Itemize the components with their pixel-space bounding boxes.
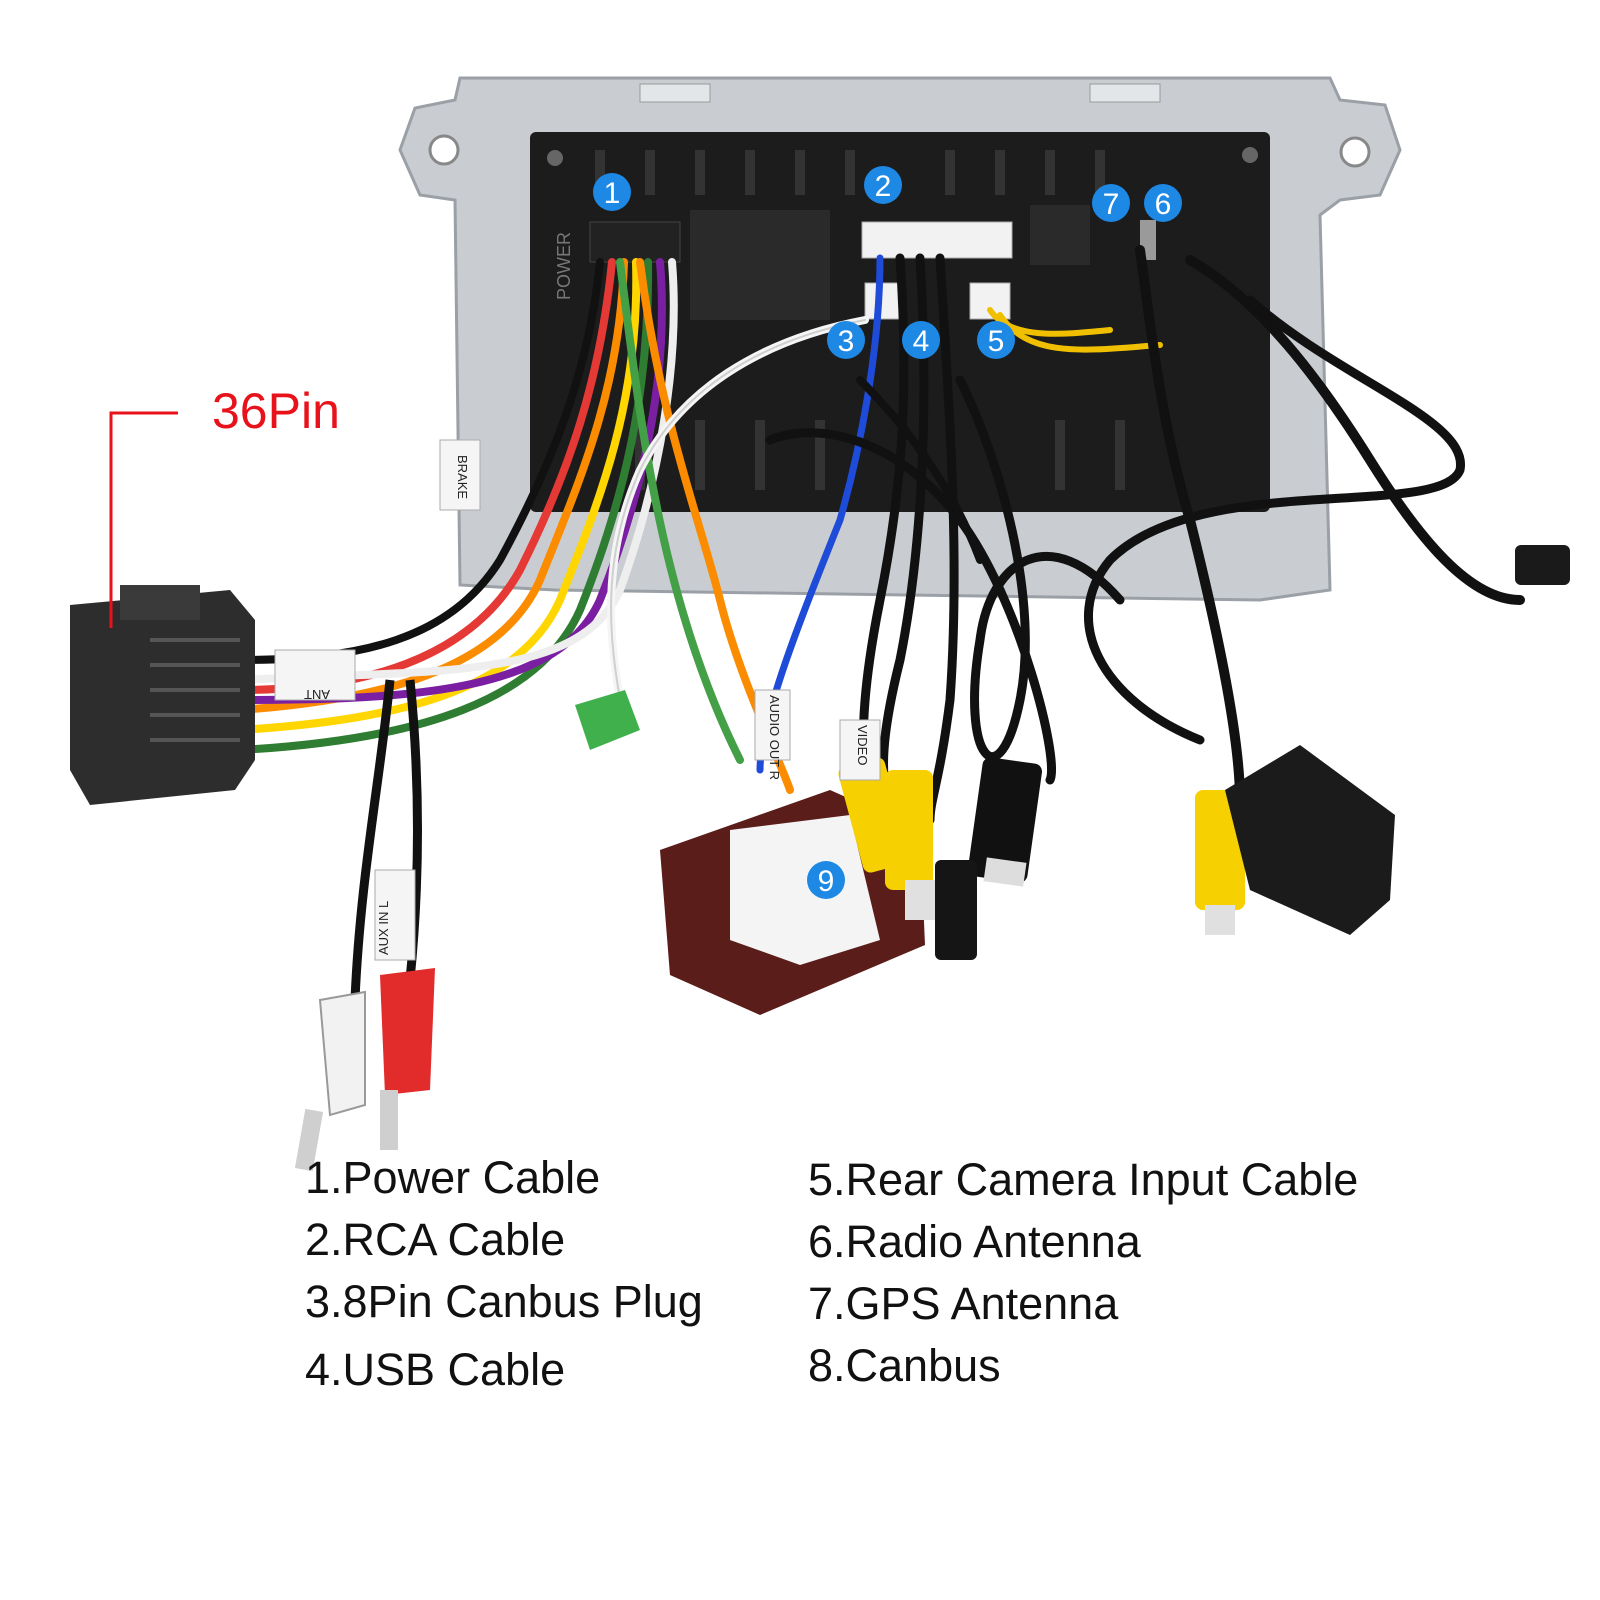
badge-2-text: 2: [875, 170, 892, 203]
legend-item-rear-camera: 5.Rear Camera Input Cable: [808, 1154, 1359, 1205]
audio-out-tag-text: AUDIO OUT R: [767, 695, 782, 780]
brake-tag-text: BRAKE: [455, 455, 470, 499]
36pin-callout-line: [109, 411, 178, 628]
antenna-plug: [1515, 545, 1570, 585]
gps-antenna-puck: [1225, 745, 1395, 935]
badge-6: 6: [1144, 184, 1182, 222]
badge-6-text: 6: [1155, 188, 1172, 221]
cable-tags: BRAKE ANT AUX IN L AUDIO OUT R VIDEO: [274, 439, 881, 961]
badge-4: 4: [902, 321, 940, 359]
legend-item-canbus-plug: 3.8Pin Canbus Plug: [305, 1276, 703, 1327]
badge-7-text: 7: [1103, 188, 1120, 221]
badge-4-text: 4: [913, 325, 930, 358]
ant-tag-text: ANT: [304, 687, 330, 702]
legend-item-canbus: 8.Canbus: [808, 1340, 1001, 1391]
audio-jack: [935, 860, 977, 960]
badge-5: 5: [977, 321, 1015, 359]
legend-item-usb-cable: 4.USB Cable: [305, 1344, 566, 1395]
badge-2: 2: [864, 166, 902, 204]
legend-item-gps-antenna: 7.GPS Antenna: [808, 1278, 1119, 1329]
36pin-connector: [70, 585, 255, 805]
badge-3-text: 3: [838, 325, 855, 358]
legend-item-radio-antenna: 6.Radio Antenna: [808, 1216, 1141, 1267]
badge-9-text: 9: [818, 865, 835, 898]
power-port-label: POWER: [554, 232, 574, 300]
aux-in-tag-text: AUX IN L: [376, 901, 391, 955]
36pin-label: 36Pin: [212, 383, 340, 439]
badge-9: 9: [807, 861, 845, 899]
badge-1: 1: [593, 173, 631, 211]
video-tag-text: VIDEO: [855, 725, 870, 765]
usb-connector: [967, 757, 1043, 887]
green-rca-plug: [575, 690, 640, 750]
aux-in-rca-plugs: [294, 679, 435, 1172]
badge-7: 7: [1092, 184, 1130, 222]
legend-item-power-cable: 1.Power Cable: [305, 1152, 601, 1203]
unit-connectors: [589, 220, 1156, 320]
badge-3: 3: [827, 321, 865, 359]
legend-item-rca-cable: 2.RCA Cable: [305, 1214, 566, 1265]
antenna-cables: [765, 245, 1525, 805]
badge-5-text: 5: [988, 325, 1005, 358]
badge-1-text: 1: [604, 177, 621, 210]
